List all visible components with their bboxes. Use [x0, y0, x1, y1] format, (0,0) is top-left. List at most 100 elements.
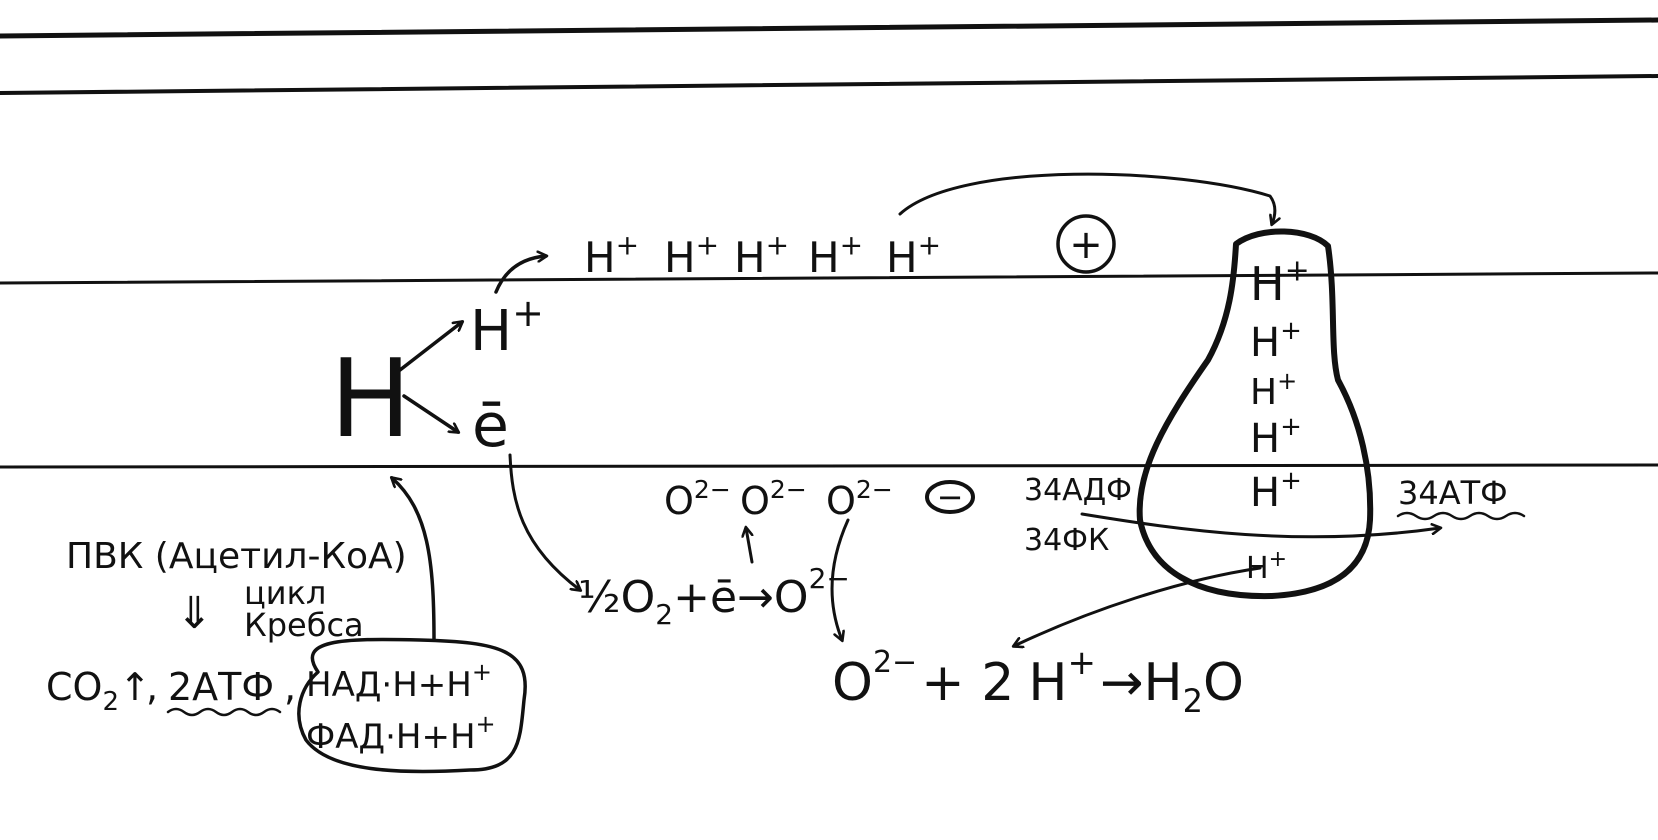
water-reaction-hydrogen-charge: + — [1067, 643, 1096, 683]
notebook-line-second — [0, 74, 1658, 95]
exit-proton-base: H — [1246, 551, 1269, 586]
channel-proton-charge: + — [1285, 254, 1310, 289]
ims-proton-charge: + — [696, 228, 719, 261]
reduced-carriers-outline — [297, 637, 527, 774]
split-proton-charge: + — [512, 291, 544, 335]
adp-label: 34АДФ — [1024, 473, 1132, 508]
channel-proton-base: H — [1250, 320, 1280, 366]
channel-proton: H+ — [1250, 367, 1297, 413]
channel-proton-base: H — [1250, 372, 1277, 413]
krebs-co2-sub: 2 — [102, 687, 119, 717]
notebook-line-top — [0, 17, 1658, 39]
krebs-cycle-label-line2: Кребса — [244, 606, 364, 644]
oxygen-reaction: ½O2+ē→O2− — [578, 562, 850, 631]
channel-proton-base: H — [1250, 470, 1280, 516]
positive-charge-circle — [1056, 214, 1116, 274]
krebs-atp-underline — [166, 707, 282, 717]
krebs-co2: CO2↑ — [46, 665, 151, 717]
negative-charge-marker: − — [925, 478, 975, 516]
krebs-comma-1: , — [146, 665, 158, 709]
notebook-lines — [0, 17, 1658, 469]
krebs-cycle-label-line1: цикл — [244, 574, 326, 612]
positive-charge-symbol: + — [1069, 222, 1103, 268]
channel-proton-stack: H+H+H+H+H+ — [1250, 254, 1310, 516]
ims-proton-base: H — [664, 233, 696, 282]
krebs-nadh-base: НАД·Н+Н — [306, 665, 472, 705]
electron-transfer-arrow — [508, 453, 580, 590]
krebs-co2-arrow: ↑ — [119, 665, 151, 709]
ims-proton-base: H — [808, 233, 840, 282]
krebs-down-arrow: ⇓ — [176, 588, 213, 639]
oxygen-ion: O2− — [826, 475, 893, 523]
oxygen-ion-up-arrow — [746, 528, 754, 564]
krebs-fadh-base: ФАД·Н+Н — [306, 717, 476, 757]
outer-membrane-line — [0, 271, 1658, 285]
oxygen-reaction-lhs-sub: 2 — [655, 598, 673, 631]
hydrogen-split: H H+ ē — [330, 256, 580, 590]
exit-proton-charge: + — [1269, 547, 1287, 572]
channel-proton: H+ — [1250, 254, 1310, 311]
channel-proton: H+ — [1250, 316, 1302, 366]
channel-proton: H+ — [1250, 466, 1302, 516]
atp-output-label: 34АТФ — [1398, 474, 1508, 512]
split-proton: H+ — [470, 291, 544, 364]
channel-proton-base: H — [1250, 257, 1285, 311]
ims-proton-charge: + — [918, 228, 941, 261]
krebs-substrate: ПВК (Ацетил-КоА) — [66, 536, 407, 577]
negative-charge-circle — [925, 480, 975, 514]
oxygen-reaction-lhs: ½O — [578, 572, 655, 623]
exit-proton-arrow — [1014, 566, 1262, 646]
water-reaction-arrow: → — [1100, 653, 1144, 713]
intermembrane-space: H+H+H+H+H+ + — [584, 172, 1275, 282]
carriers-to-membrane-arrow — [392, 478, 436, 642]
channel-proton-charge: + — [1280, 316, 1302, 346]
ims-proton-base: H — [734, 233, 766, 282]
oxygen-ion: O2− — [740, 475, 807, 523]
ims-proton: H+ — [808, 228, 863, 282]
krebs-co2-base: CO — [46, 665, 102, 709]
krebs-fadh-sup: + — [476, 710, 496, 738]
oxygen-reaction-product-charge: 2− — [809, 562, 850, 595]
split-proton-base: H — [470, 299, 512, 364]
channel-proton-base: H — [1250, 416, 1280, 462]
split-arrow-to-electron — [402, 394, 458, 432]
inner-membrane-line — [0, 463, 1658, 469]
oxygen-reaction-product: O — [774, 572, 809, 623]
krebs-comma-2: , — [284, 665, 296, 709]
oxygen-ion-charge: 2− — [770, 475, 807, 504]
channel-proton-charge: + — [1277, 367, 1297, 395]
ims-proton-charge: + — [616, 228, 639, 261]
water-reaction-h2-sub: 2 — [1183, 682, 1203, 720]
krebs-nadh-sup: + — [472, 658, 492, 686]
krebs-fadh: ФАД·Н+Н+ — [306, 710, 496, 757]
water-reaction-oxygen: O — [832, 653, 873, 713]
split-arrow-to-proton — [398, 322, 462, 372]
positive-charge-marker: + — [1056, 214, 1116, 274]
channel-proton: H+ — [1250, 412, 1302, 462]
atp-synthesis-arrow — [1080, 512, 1440, 539]
krebs-cycle: ПВК (Ацетил-КоА) ⇓ цикл Кребса CO2↑ , 2А… — [46, 478, 527, 774]
oxygen-ion-base: O — [664, 479, 694, 523]
ims-proton: H+ — [886, 228, 941, 282]
water-reaction-o2: O — [1203, 653, 1244, 713]
oxygen-ion: O2− — [664, 475, 731, 523]
split-electron: ē — [472, 391, 509, 461]
ims-proton: H+ — [584, 228, 639, 282]
ims-proton-base: H — [886, 233, 918, 282]
ims-proton-row: H+H+H+H+H+ — [584, 228, 941, 282]
channel-proton-charge: + — [1280, 466, 1302, 496]
krebs-atp: 2АТФ — [168, 665, 274, 709]
proton-pump-arrow — [494, 256, 546, 294]
oxygen-ion-base: O — [826, 479, 856, 523]
water-reaction-hydrogen: H — [1028, 653, 1067, 713]
krebs-nadh: НАД·Н+Н+ — [306, 658, 492, 705]
oxygen-reaction-plus-electron: +ē — [673, 572, 737, 623]
oxygen-ion-charge: 2− — [856, 475, 893, 504]
atp-output-underline — [1396, 511, 1526, 521]
atp-synthase-channel — [1136, 228, 1374, 600]
water-reaction-h2: H — [1144, 653, 1183, 713]
hydrogen-atom: H — [330, 337, 411, 462]
